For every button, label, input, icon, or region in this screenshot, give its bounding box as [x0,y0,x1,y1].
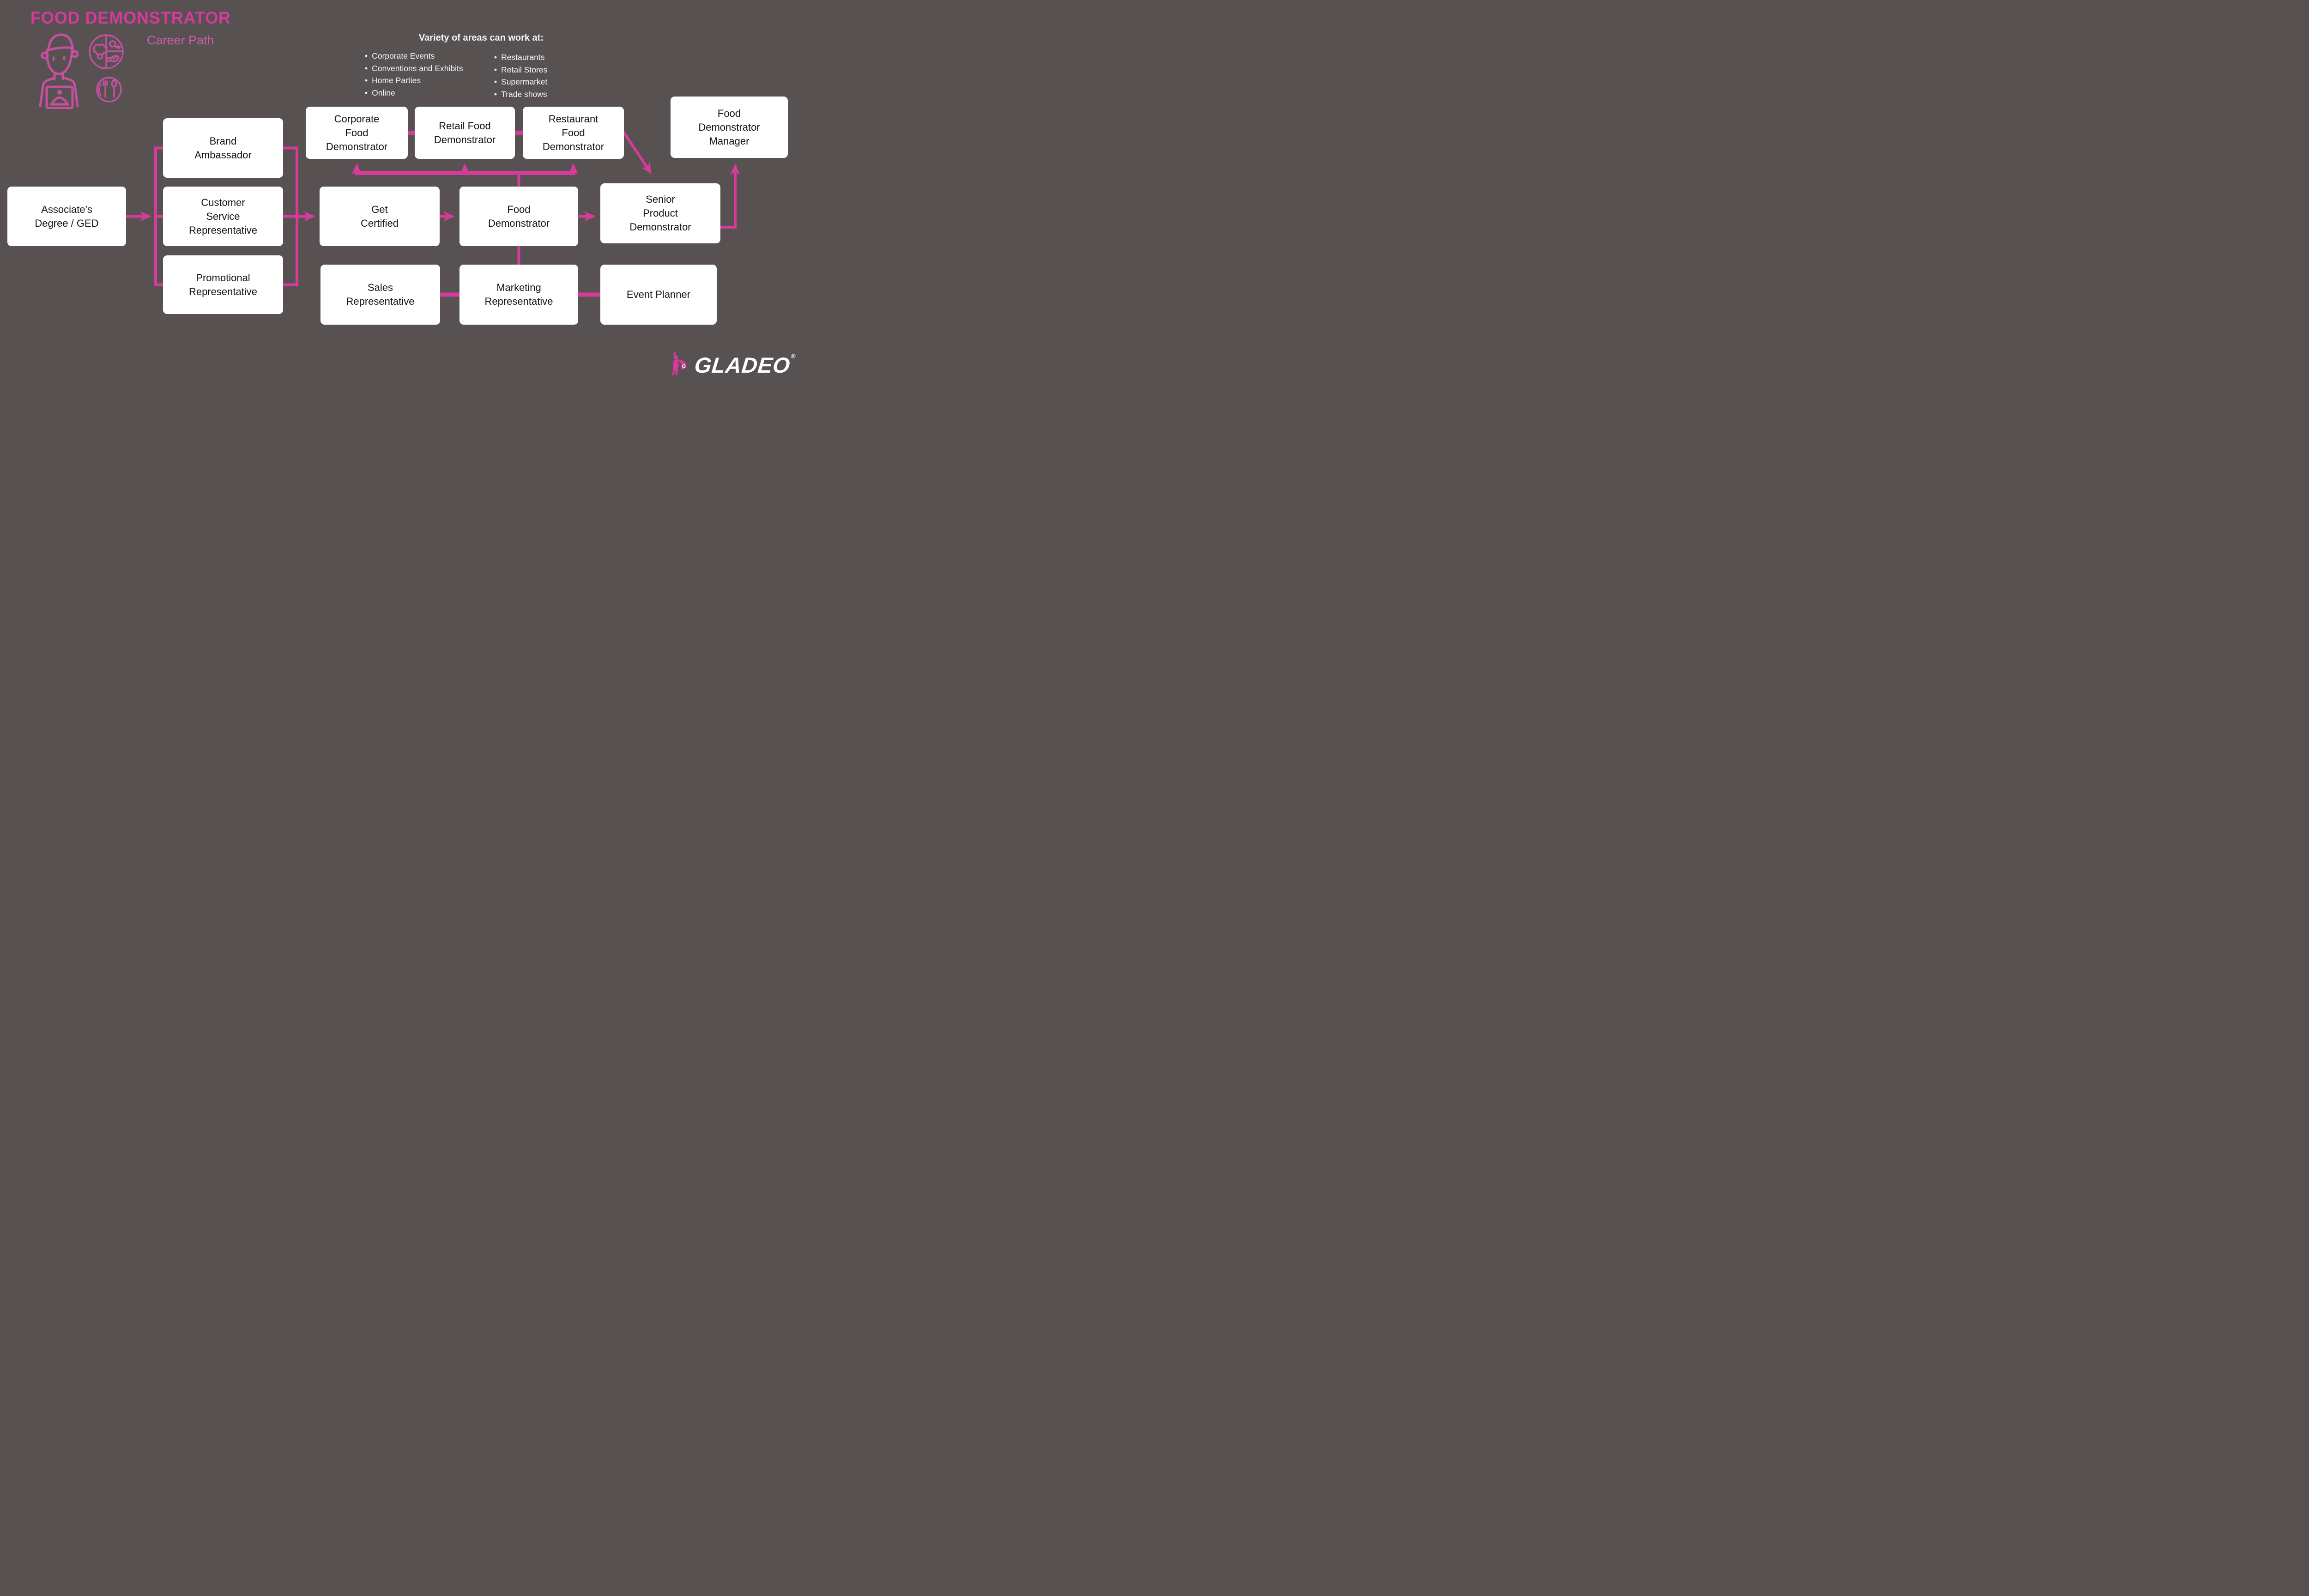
node-retail-food-demonstrator: Retail Food Demonstrator [415,107,515,159]
work-area-item: Trade shows [494,88,596,101]
work-area-item: Retail Stores [494,64,596,76]
gladeo-hero-icon: G [672,352,687,375]
work-area-item: Online [365,87,494,99]
node-marketing-rep: Marketing Representative [459,265,578,325]
work-area-item: Home Parties [365,74,494,87]
work-area-item: Restaurants [494,51,596,64]
career-path-infographic: FOOD DEMONSTRATOR Career Path [0,0,798,399]
food-demonstrator-icon [39,33,124,109]
svg-text:G: G [682,364,686,369]
page-title: FOOD DEMONSTRATOR [30,8,231,27]
work-area-item: Supermarket [494,76,596,88]
node-get-certified: Get Certified [320,187,440,246]
gladeo-wordmark: GLADEO® [693,353,797,377]
node-associates-degree: Associate's Degree / GED [7,187,126,246]
work-areas-column-1: Corporate Events Conventions and Exhibit… [365,50,494,99]
node-customer-service-rep: Customer Service Representative [163,187,283,246]
gladeo-logo: G GLADEO® [671,349,797,379]
work-areas-column-2: Restaurants Retail Stores Supermarket Tr… [494,51,596,100]
node-restaurant-food-demonstrator: Restaurant Food Demonstrator [523,107,624,159]
node-food-demonstrator: Food Demonstrator [459,187,578,246]
work-areas-heading: Variety of areas can work at: [418,33,544,43]
node-food-demonstrator-manager: Food Demonstrator Manager [671,97,788,158]
node-senior-product-demonstrator: Senior Product Demonstrator [600,183,720,243]
node-brand-ambassador: Brand Ambassador [163,118,283,178]
node-event-planner: Event Planner [600,265,717,325]
work-area-item: Conventions and Exhibits [365,62,494,75]
registered-mark: ® [791,353,797,360]
page-subtitle: Career Path [147,33,214,47]
work-area-item: Corporate Events [365,50,494,62]
node-promotional-rep: Promotional Representative [163,255,283,314]
node-sales-rep: Sales Representative [320,265,440,325]
node-corporate-food-demonstrator: Corporate Food Demonstrator [306,107,408,159]
